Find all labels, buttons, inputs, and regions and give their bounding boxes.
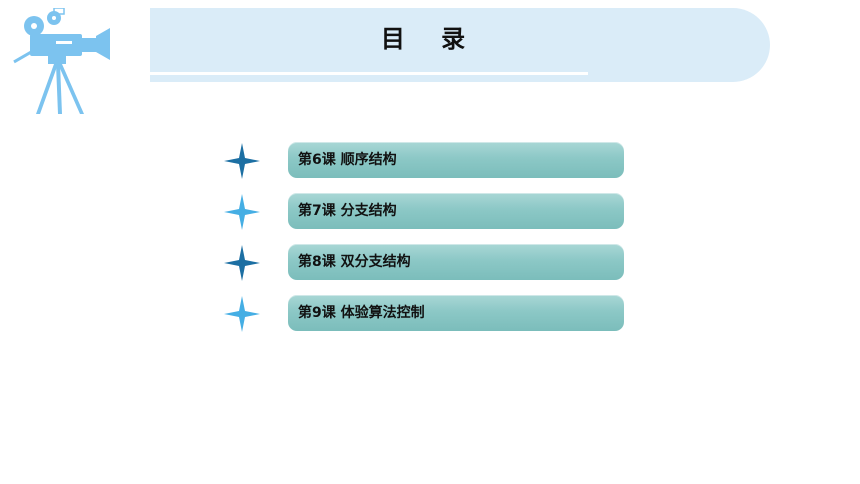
film-camera-icon: [13, 8, 110, 114]
toc-item-label: 第6课 顺序结构: [298, 152, 397, 168]
toc-item-lesson-7: 第7课 分支结构: [224, 193, 644, 230]
table-of-contents: 第6课 顺序结构 第7课 分支结构 第8课 双分支结构 第9课: [224, 142, 644, 346]
page-title: 目 录: [380, 25, 480, 53]
star-dark-icon: [224, 245, 260, 281]
toc-item-label: 第7课 分支结构: [298, 203, 397, 219]
toc-item-label: 第8课 双分支结构: [298, 254, 411, 270]
toc-button-lesson-9[interactable]: 第9课 体验算法控制: [288, 295, 624, 331]
toc-item-lesson-8: 第8课 双分支结构: [224, 244, 644, 281]
title-banner: [150, 8, 770, 82]
toc-item-lesson-9: 第9课 体验算法控制: [224, 295, 644, 332]
toc-button-lesson-8[interactable]: 第8课 双分支结构: [288, 244, 624, 280]
star-light-icon: [224, 194, 260, 230]
toc-button-lesson-7[interactable]: 第7课 分支结构: [288, 193, 624, 229]
star-light-icon: [224, 296, 260, 332]
toc-button-lesson-6[interactable]: 第6课 顺序结构: [288, 142, 624, 178]
toc-item-lesson-6: 第6课 顺序结构: [224, 142, 644, 179]
toc-item-label: 第9课 体验算法控制: [298, 305, 425, 321]
star-dark-icon: [224, 143, 260, 179]
title-underline: [150, 72, 588, 75]
